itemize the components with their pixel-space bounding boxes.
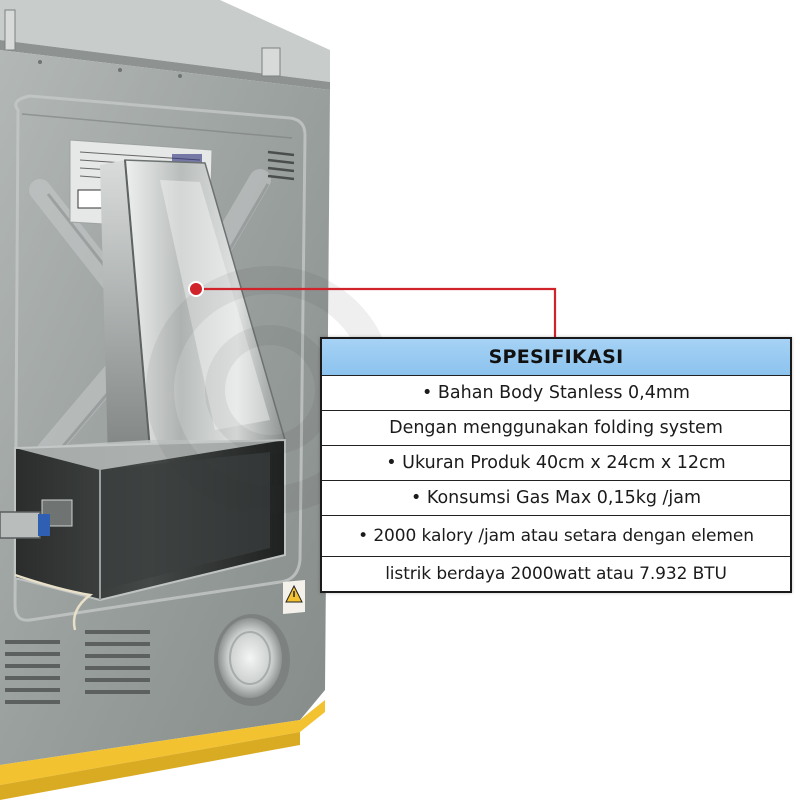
top-vent-louvers	[267, 150, 295, 181]
spec-table-title: SPESIFIKASI	[322, 339, 790, 376]
spec-row-folding: Dengan menggunakan folding system	[322, 411, 790, 446]
exhaust-vent	[214, 614, 290, 706]
callout-dot-icon	[188, 281, 204, 297]
spec-row-gas: • Konsumsi Gas Max 0,15kg /jam	[322, 481, 790, 516]
spec-table: SPESIFIKASI • Bahan Body Stanless 0,4mm …	[320, 337, 792, 593]
spec-row-calorie: • 2000 kalory /jam atau setara dengan el…	[322, 516, 790, 557]
yellow-base	[0, 700, 325, 785]
callout-connector	[188, 281, 557, 338]
cabinet-top	[0, 0, 330, 82]
spec-row-size: • Ukuran Produk 40cm x 24cm x 12cm	[322, 446, 790, 481]
bottom-vent-slots	[5, 630, 150, 704]
spec-row-power: listrik berdaya 2000watt atau 7.932 BTU	[385, 564, 727, 584]
warning-icon	[283, 580, 305, 614]
heater-chimney	[100, 159, 286, 460]
spec-row-material: • Bahan Body Stanless 0,4mm	[322, 376, 790, 411]
burner-box	[0, 438, 286, 631]
